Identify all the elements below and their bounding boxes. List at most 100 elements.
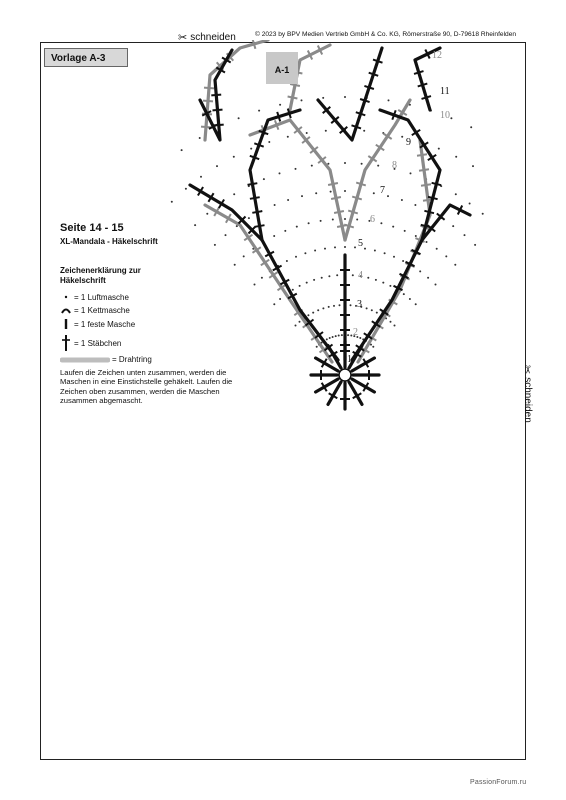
stitch-crossbar xyxy=(419,141,429,149)
round-number-1: 1 xyxy=(347,354,352,365)
chain-dot xyxy=(315,345,318,348)
round-number-4: 4 xyxy=(358,270,363,281)
stitch-crossbar xyxy=(304,318,315,327)
chain-dot xyxy=(351,274,354,277)
stitch-crossbar xyxy=(317,156,327,164)
chain-dot xyxy=(370,343,372,346)
stitch-crossbar xyxy=(213,206,220,217)
chain-dot xyxy=(414,235,417,237)
chain-dot xyxy=(347,334,350,337)
chain-dot xyxy=(194,224,197,227)
stitch-crossbar xyxy=(318,345,329,354)
stitch-crossbar xyxy=(368,71,379,77)
chain-dot xyxy=(338,304,341,307)
dark-stitch-columns xyxy=(188,46,472,362)
stitch-crossbar xyxy=(200,125,212,129)
round-number-12: 12 xyxy=(432,50,442,61)
stitch-crossbar xyxy=(247,182,258,186)
stitch-crossbar xyxy=(289,83,301,87)
round-number-5: 5 xyxy=(358,238,363,249)
chain-dot xyxy=(427,276,430,279)
round-number-8: 8 xyxy=(392,160,397,171)
chain-dot xyxy=(170,200,173,203)
chain-dot xyxy=(356,336,359,338)
stitch-crossbar xyxy=(221,56,232,64)
chain-dot xyxy=(315,192,318,195)
chain-dot xyxy=(408,298,411,300)
ring-center xyxy=(338,368,352,382)
legend-title: Zeichenerklärung zur Häkelschrift xyxy=(60,266,141,285)
stitch-crossbar xyxy=(247,225,257,235)
chain-dot xyxy=(319,219,322,222)
stitch-crossbar xyxy=(333,210,345,214)
chain-dot xyxy=(314,249,317,252)
chain-dot xyxy=(454,193,457,196)
chain-dot xyxy=(364,247,366,250)
chain-dot xyxy=(481,212,484,215)
stitch-crossbar xyxy=(273,119,280,131)
chain-dot-icon xyxy=(64,295,68,299)
chain-dot xyxy=(180,149,183,152)
chain-dot xyxy=(452,225,455,228)
stitch-crossbar xyxy=(260,258,270,267)
legend-label: = 1 Luftmasche xyxy=(74,292,129,302)
ring-stitch-crossbar xyxy=(362,358,370,368)
stitch-crossbar xyxy=(327,182,339,186)
legend-item-chain: = 1 Luftmasche xyxy=(60,292,129,302)
stitch-crossbar xyxy=(330,196,342,200)
chain-dot xyxy=(333,304,335,307)
chain-dot xyxy=(273,235,276,237)
chain-dot xyxy=(373,249,376,252)
stitch-crossbar xyxy=(225,213,232,224)
stitch-crossbar xyxy=(203,86,215,90)
dark-column-top-right xyxy=(413,46,442,112)
stitch-crossbar xyxy=(286,108,292,119)
chain-dot xyxy=(468,202,471,205)
chain-dot xyxy=(216,165,218,168)
chain-dot xyxy=(237,117,240,120)
chain-dot xyxy=(305,132,308,134)
chain-dot xyxy=(350,334,353,337)
stitch-crossbar xyxy=(411,248,421,256)
dark-column-right-upper xyxy=(378,108,442,242)
chain-dot xyxy=(400,199,403,201)
stitch-crossbar xyxy=(287,95,298,100)
stitch-crossbar xyxy=(272,264,283,272)
chain-dot xyxy=(284,229,287,232)
chain-dot xyxy=(408,103,411,106)
stitch-crossbar xyxy=(413,70,424,75)
legend-label: = 1 Kettmasche xyxy=(74,305,130,315)
stitch-crossbar xyxy=(314,331,324,339)
stitch-crossbar xyxy=(355,181,367,187)
cut-mark-side: ✂ schneiden xyxy=(521,365,534,423)
stitch-crossbar xyxy=(249,154,260,161)
legend-item-double-crochet: = 1 Stäbchen xyxy=(60,334,121,352)
template-label: Vorlage A-3 xyxy=(44,48,128,67)
section-tag: A-1 xyxy=(275,65,290,75)
footer-watermark: PassionForum.ru xyxy=(470,779,527,786)
stitch-crossbar xyxy=(405,260,415,268)
stitch-crossbar xyxy=(399,272,409,280)
chain-dot xyxy=(367,276,370,279)
chain-dot xyxy=(300,99,303,102)
cut-label-side: schneiden xyxy=(522,377,533,423)
round-number-7: 7 xyxy=(380,185,385,196)
chain-dot xyxy=(294,324,297,327)
chain-dot xyxy=(291,288,294,291)
chain-dot xyxy=(279,298,282,300)
round-number-10: 10 xyxy=(440,110,450,121)
stitch-crossbar xyxy=(253,142,265,148)
chain-dot xyxy=(363,129,366,132)
stitch-crossbar xyxy=(322,106,331,114)
ring-stitch-crossbar xyxy=(362,382,370,392)
stitch-crossbar xyxy=(421,95,432,100)
stitch-crossbar xyxy=(359,98,370,104)
chain-dot xyxy=(327,162,330,165)
stitch-crossbar xyxy=(382,132,393,140)
double-crochet-cross-icon xyxy=(62,335,70,351)
copyright-notice: © 2023 by BPV Medien Vertrieb GmbH & Co.… xyxy=(255,31,517,38)
ring-stitch xyxy=(350,356,376,373)
stitch-crossbar xyxy=(254,224,265,228)
stitch-crossbar xyxy=(287,292,298,300)
chain-dot xyxy=(414,204,417,206)
